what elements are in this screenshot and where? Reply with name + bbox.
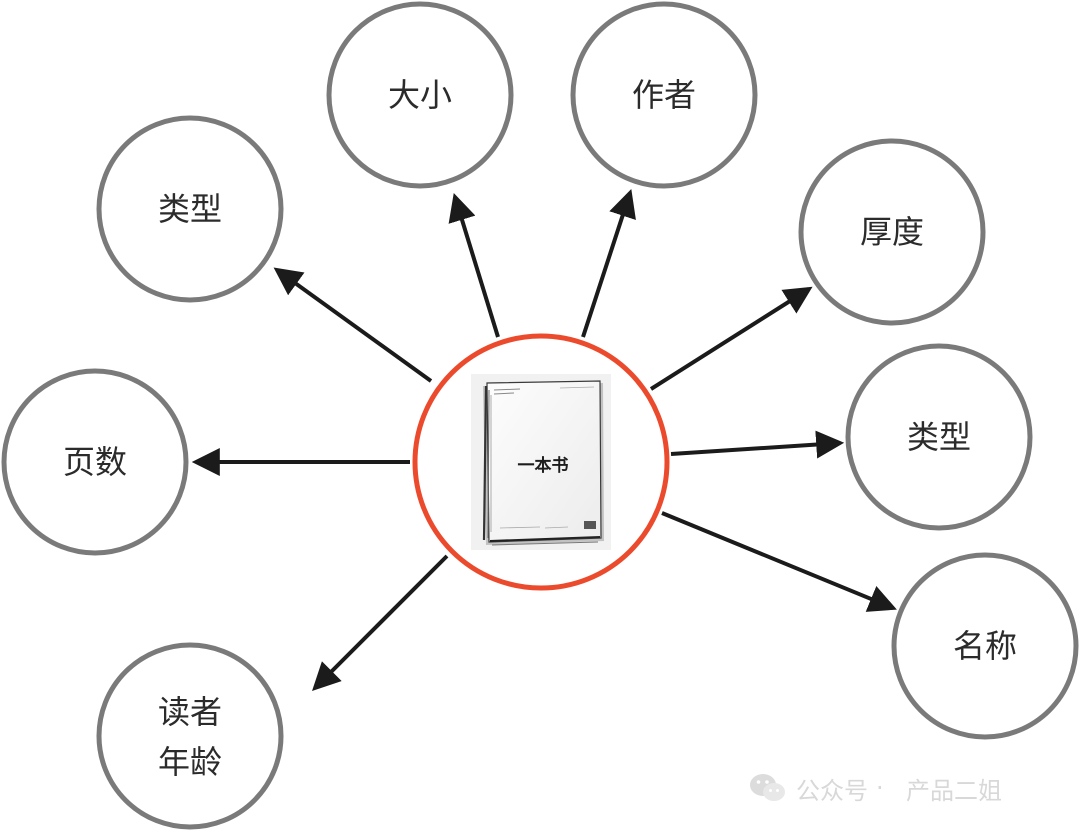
node-author: 作者 [570, 1, 758, 189]
node-size: 大小 [326, 1, 514, 189]
node-reader-age-label-line-1: 读者 [158, 693, 222, 731]
node-type-top-label: 类型 [158, 190, 222, 228]
connector-arrows [191, 189, 897, 691]
book-icon: 一本书 [471, 374, 611, 550]
watermark-name: 产品二姐 [906, 776, 1002, 805]
node-type-right-label: 类型 [907, 418, 971, 456]
arrow-to-size [448, 192, 500, 338]
node-reader-age-label-line-2: 年龄 [158, 743, 222, 781]
center-node: 一本书 [412, 333, 670, 591]
wechat-icon [748, 771, 788, 805]
watermark-separator: · [876, 774, 884, 802]
center-book-title: 一本书 [518, 455, 569, 476]
node-name-label: 名称 [953, 627, 1017, 665]
arrow-to-type-right [670, 430, 845, 459]
watermark-account: 公众号 [796, 776, 868, 805]
node-reader-age: 读者 年龄 [96, 642, 284, 830]
arrow-to-author [581, 189, 636, 338]
node-type-top: 类型 [96, 115, 284, 303]
node-thickness: 厚度 [798, 138, 986, 326]
arrow-to-type-top [273, 267, 433, 383]
node-thickness-label: 厚度 [860, 213, 924, 251]
arrow-to-thickness [649, 286, 813, 391]
arrow-to-name [661, 511, 897, 612]
node-type-right: 类型 [845, 343, 1033, 531]
arrow-to-reader-age [312, 554, 449, 691]
node-author-label: 作者 [632, 76, 696, 114]
node-pages-label: 页数 [63, 443, 127, 481]
watermark: 公众号 · 产品二姐 [748, 768, 1002, 808]
node-pages: 页数 [1, 368, 189, 556]
node-name: 名称 [891, 552, 1079, 740]
node-size-label: 大小 [388, 76, 452, 114]
